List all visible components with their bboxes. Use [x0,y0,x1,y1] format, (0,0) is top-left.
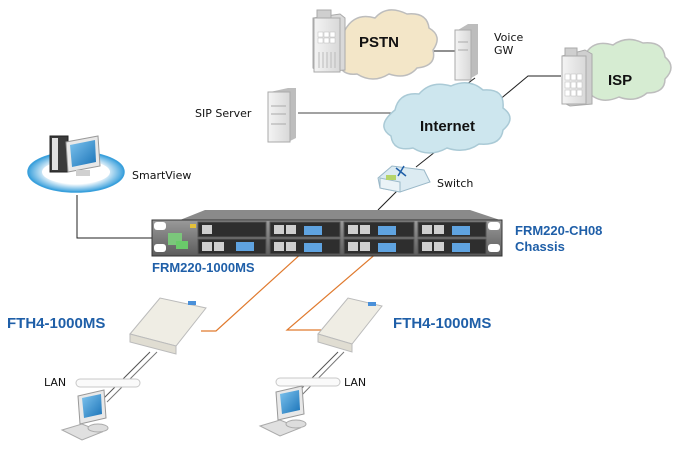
lan-left-label: LAN [44,376,67,389]
internet-label: Internet [420,118,476,135]
smartview-workstation-icon [27,135,125,193]
isp-label: ISP [608,72,633,89]
isp-cloud [580,38,672,101]
lan-left-cable-2 [106,351,158,403]
isp-to-internet-line [497,75,561,102]
isp-building-icon [561,47,593,107]
chassis-label-line2: Chassis [515,239,565,254]
card-label: FRM220-1000MS [152,260,255,275]
voice-gateway-server-icon [454,24,478,81]
fth4-1000ms-left-device-icon [129,297,207,355]
smartview-to-chassis-line [76,195,154,239]
fth4-1000ms-right-device-icon [317,297,383,353]
pstn-building-icon [312,9,346,73]
lan-right-label: LAN [344,376,367,389]
voice-gw-label-line1: Voice [494,31,524,44]
chassis-label-line1: FRM220-CH08 [515,223,603,238]
cpe-right-label: FTH4-1000MS [393,315,492,332]
voice-gw-label-line2: GW [494,44,514,57]
lan-right-pc-icon [258,385,307,437]
cpe-left-label: FTH4-1000MS [7,315,106,332]
internet-cloud [383,82,511,154]
lan-left-cable [99,351,151,403]
switch-icon [377,165,431,193]
lan-left-pc-icon [60,389,109,441]
smartview-label: SmartView [132,169,192,182]
chassis-ports [202,225,470,252]
lan-right-segment [275,377,341,387]
switch-label: Switch [437,177,474,190]
sip-server-label: SIP Server [195,107,252,120]
fiber-right-line [285,251,379,331]
pstn-cloud [333,9,438,80]
fiber-left-line [201,251,304,332]
pstn-label: PSTN [359,34,400,51]
lan-right-cable-2 [296,351,345,401]
sip-server-icon [267,88,296,143]
lan-left-segment [75,378,141,388]
